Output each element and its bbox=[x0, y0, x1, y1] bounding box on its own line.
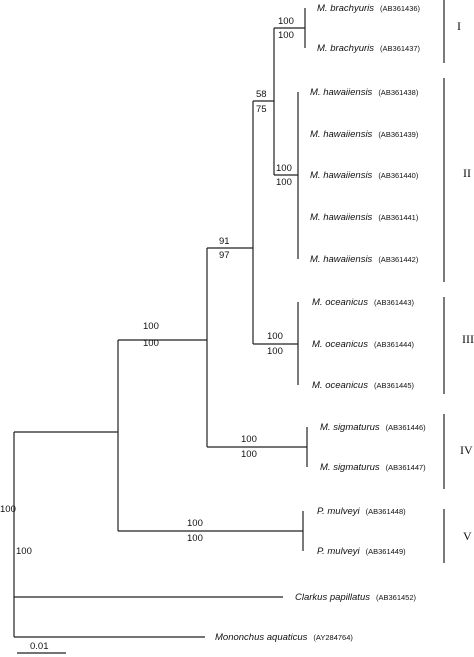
clade-label-iii: III bbox=[462, 332, 474, 346]
support-top: 100 bbox=[0, 504, 16, 515]
taxon-label: M. oceanicus(AB361444) bbox=[312, 339, 415, 350]
taxon-label: M. oceanicus(AB361443) bbox=[312, 297, 415, 308]
support-bottom: 100 bbox=[143, 338, 159, 349]
support-values: 100 100 58 75 100 100 91 97 100 100 100 … bbox=[0, 16, 294, 557]
support-bottom: 100 bbox=[276, 177, 292, 188]
support-top: 100 bbox=[276, 163, 292, 174]
taxon-label: Clarkus papillatus(AB361452) bbox=[295, 592, 417, 603]
tree-branches bbox=[13, 8, 308, 638]
support-bottom: 97 bbox=[219, 250, 230, 261]
support-top: 100 bbox=[278, 16, 294, 27]
support-top: 58 bbox=[256, 89, 267, 100]
taxon-labels: M. brachyuris(AB361436) M. brachyuris(AB… bbox=[215, 3, 426, 643]
taxon-label: M. oceanicus(AB361445) bbox=[312, 380, 415, 391]
taxon-label: M. brachyuris(AB361436) bbox=[317, 3, 421, 14]
support-bottom: 75 bbox=[256, 104, 267, 115]
support-bottom: 100 bbox=[16, 546, 32, 557]
clade-label-ii: II bbox=[463, 166, 471, 180]
support-bottom: 100 bbox=[267, 346, 283, 357]
taxon-label: P. mulveyi(AB361449) bbox=[317, 546, 406, 557]
scale-bar-label: 0.01 bbox=[30, 641, 49, 652]
clade-label-v: V bbox=[463, 529, 472, 543]
support-bottom: 100 bbox=[241, 449, 257, 460]
taxon-label: Mononchus aquaticus(AY284764) bbox=[215, 632, 353, 643]
support-top: 100 bbox=[143, 321, 159, 332]
taxon-label: M. sigmaturus(AB361446) bbox=[320, 422, 426, 433]
clade-markers: I II III IV V bbox=[443, 0, 474, 563]
taxon-label: M. hawaiiensis(AB361441) bbox=[310, 212, 419, 223]
support-top: 100 bbox=[241, 434, 257, 445]
support-top: 100 bbox=[187, 518, 203, 529]
taxon-label: M. hawaiiensis(AB361439) bbox=[310, 129, 419, 140]
support-top: 100 bbox=[267, 331, 283, 342]
taxon-label: M. hawaiiensis(AB361440) bbox=[310, 170, 419, 181]
clade-label-iv: IV bbox=[460, 443, 473, 457]
taxon-label: M. hawaiiensis(AB361438) bbox=[310, 87, 419, 98]
clade-label-i: I bbox=[457, 19, 461, 33]
support-bottom: 100 bbox=[278, 30, 294, 41]
taxon-label: M. hawaiiensis(AB361442) bbox=[310, 254, 419, 265]
support-top: 91 bbox=[219, 236, 230, 247]
taxon-label: M. sigmaturus(AB361447) bbox=[320, 462, 426, 473]
taxon-label: P. mulveyi(AB361448) bbox=[317, 506, 406, 517]
support-bottom: 100 bbox=[187, 533, 203, 544]
taxon-label: M. brachyuris(AB361437) bbox=[317, 43, 421, 54]
scale-bar: 0.01 bbox=[17, 641, 66, 654]
